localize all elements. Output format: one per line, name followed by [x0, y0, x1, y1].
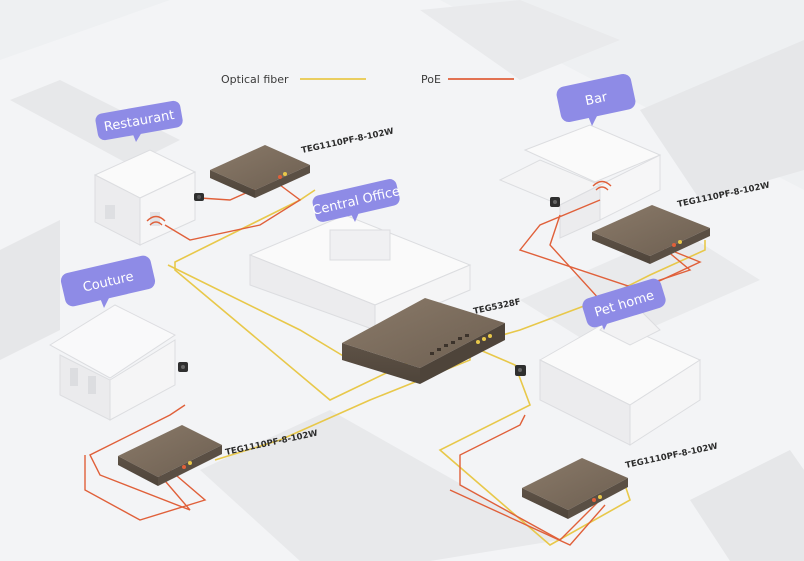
poe-couture-2: [84, 455, 207, 521]
callout-bar: Bar: [556, 73, 636, 126]
switch-bar: [592, 205, 710, 264]
switch-restaurant: [210, 145, 310, 198]
fiber-core-to-restaurant: [174, 189, 456, 401]
camera-bar: [550, 197, 560, 207]
legend: Optical fiber PoE: [221, 73, 514, 86]
poe-bar-ap: [518, 199, 702, 291]
switch-core: [342, 298, 505, 384]
switch-couture: [118, 425, 222, 486]
camera-restaurant: [194, 193, 204, 201]
building-couture: [49, 304, 176, 421]
camera-pethome: [515, 365, 526, 376]
switch-pethome: [522, 458, 628, 519]
wifi-icon-restaurant: [146, 215, 166, 226]
callout-couture: Couture: [60, 255, 156, 308]
poe-restaurant-ap: [164, 184, 302, 241]
camera-couture: [178, 362, 188, 372]
wifi-icon-bar: [592, 180, 612, 191]
poe-pethome-1: [459, 414, 601, 541]
legend-poe-label: PoE: [421, 73, 441, 86]
fiber-core-to-pethome: [438, 349, 631, 546]
label-bar: Bar: [584, 90, 610, 109]
building-bar: [498, 124, 662, 239]
poe-pethome-2: [449, 489, 606, 546]
building-restaurant: [93, 149, 197, 246]
legend-fiber-label: Optical fiber: [221, 73, 289, 86]
poe-couture-1: [89, 404, 191, 511]
building-pet-home: [538, 299, 702, 446]
